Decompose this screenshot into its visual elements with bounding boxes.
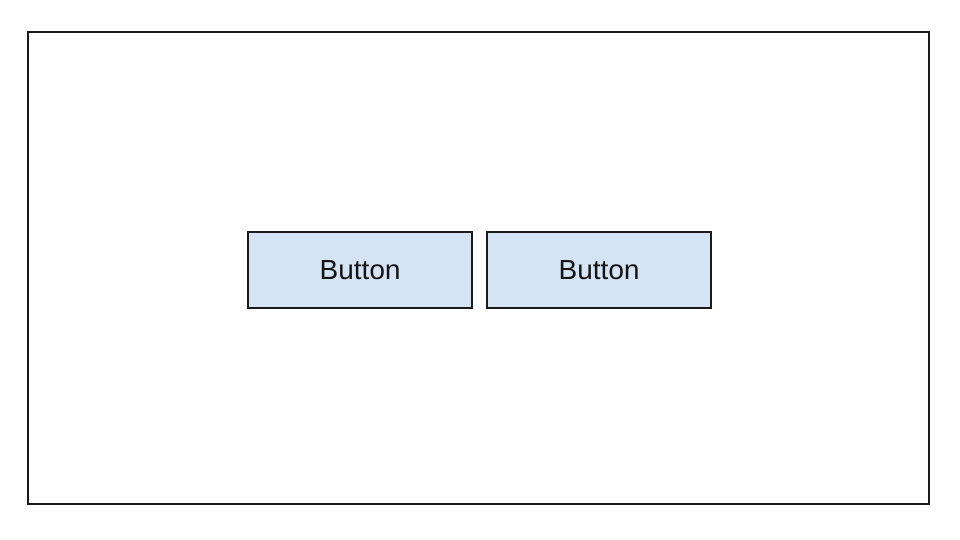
button-row: Button Button: [247, 231, 712, 309]
button-label: Button: [558, 254, 640, 285]
button-primary-1[interactable]: Button: [247, 231, 473, 309]
panel-frame: Button Button: [27, 31, 930, 505]
button-primary-2[interactable]: Button: [486, 231, 712, 309]
button-label: Button: [319, 254, 401, 285]
